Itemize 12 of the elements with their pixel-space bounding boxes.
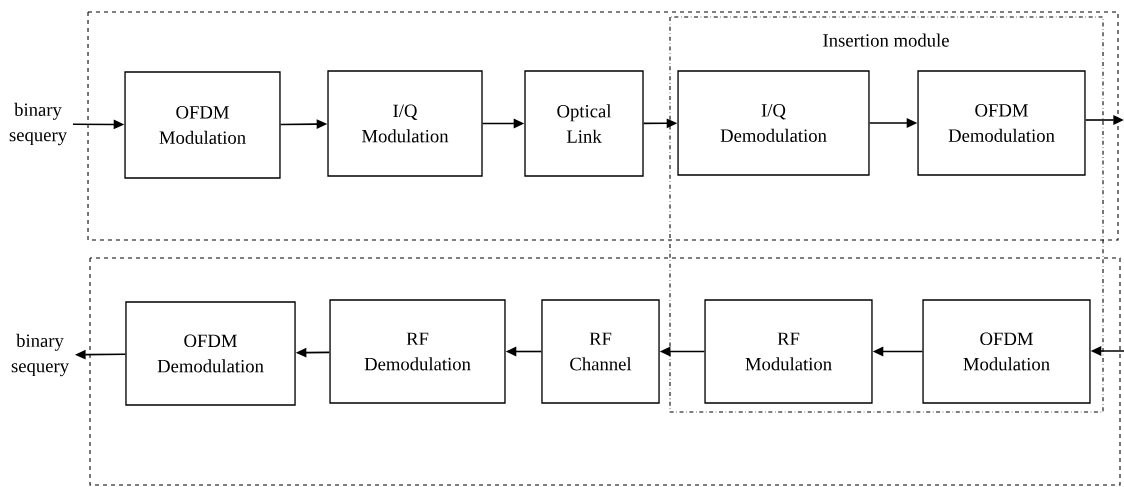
process-box: OFDM Modulation (922, 299, 1091, 404)
input-label: binary sequery (9, 102, 67, 146)
process-box: RF Channel (541, 299, 660, 404)
process-box: I/Q Demodulation (677, 70, 870, 176)
process-box: OFDM Demodulation (125, 301, 296, 406)
input-label: binary sequery (11, 333, 69, 377)
process-box: OFDM Demodulation (917, 70, 1086, 176)
process-box: Optical Link (524, 70, 644, 177)
process-box: RF Modulation (704, 299, 873, 404)
process-box: I/Q Modulation (327, 70, 483, 177)
process-box: RF Demodulation (329, 299, 506, 404)
process-box: OFDM Modulation (124, 71, 281, 179)
